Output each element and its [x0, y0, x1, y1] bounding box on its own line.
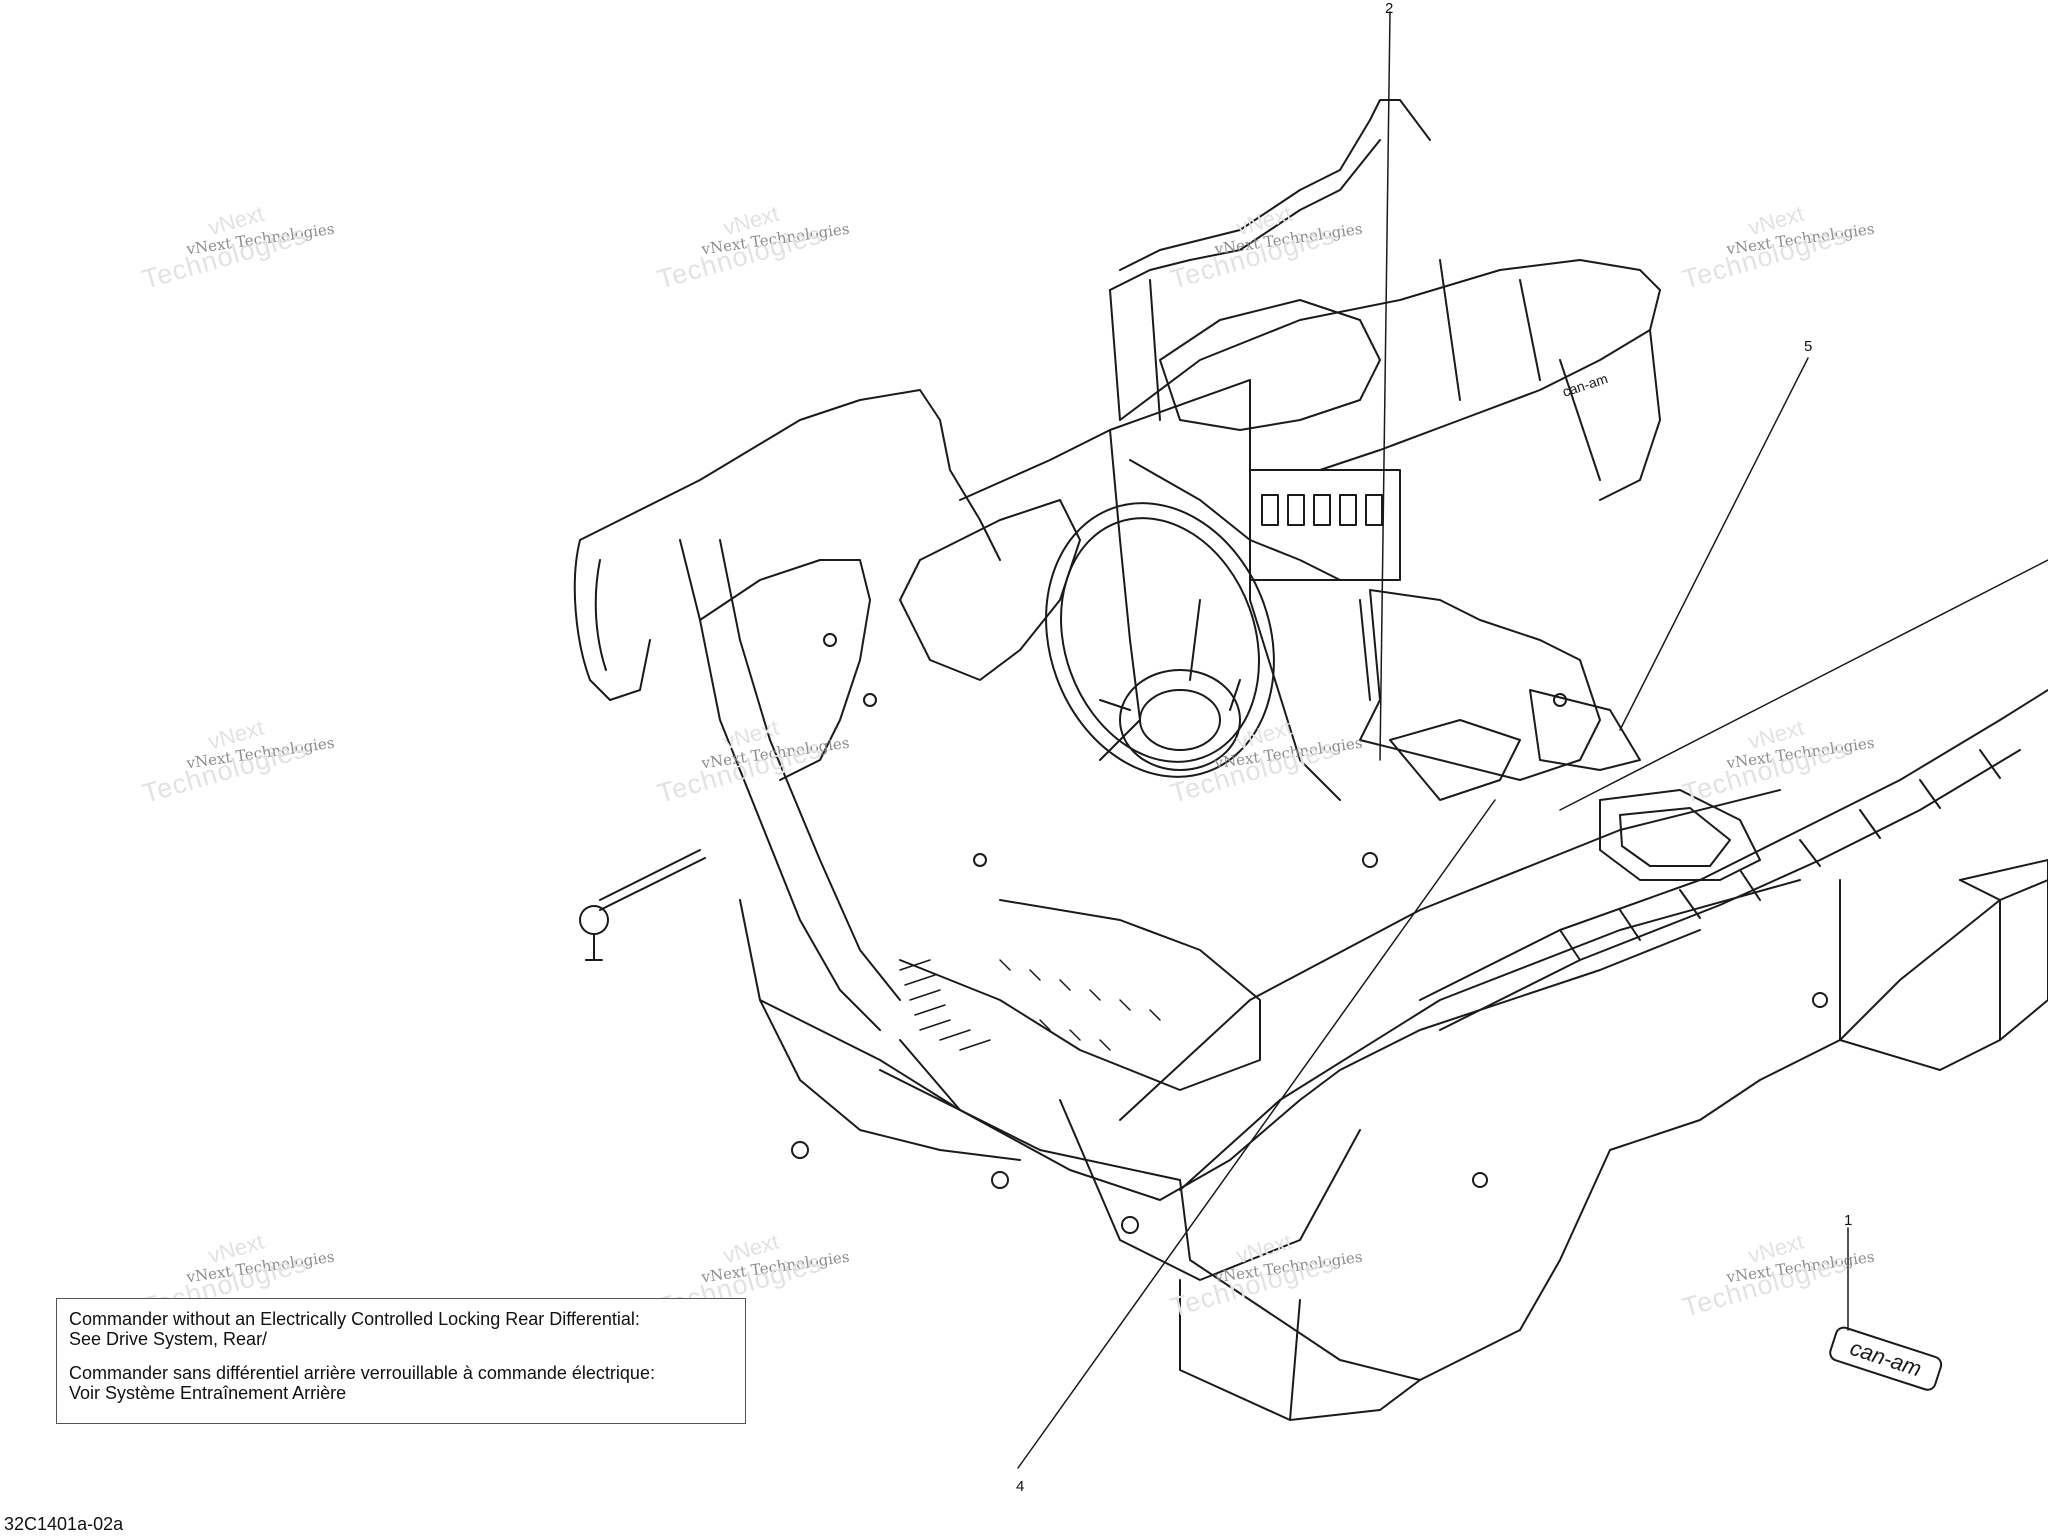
bolt	[1553, 693, 1567, 707]
left-lower-panel-2	[759, 999, 961, 1111]
watermark: vNext vNext Technologies Technologies	[1679, 714, 1876, 809]
left-side-outer	[579, 389, 1001, 561]
leader-line-2	[1379, 11, 1391, 761]
dashboard-glovebox	[1439, 259, 1601, 481]
watermark: vNext vNext Technologies Technologies	[139, 200, 336, 295]
svg-text:can-am: can-am	[1847, 1335, 1924, 1381]
tie-rod	[599, 849, 706, 911]
floor-treads-2	[999, 959, 1161, 1051]
right-rear-box	[1839, 879, 2001, 1071]
floor-treads	[899, 959, 991, 1051]
bolt	[1121, 1216, 1139, 1234]
note-fr-line2: Voir Système Entraînement Arrière	[69, 1383, 347, 1403]
firewall-top-rail-2	[1109, 139, 1381, 291]
dashboard-right-end	[1599, 329, 1661, 501]
console-plate	[1529, 689, 1641, 771]
watermark: vNext vNext Technologies Technologies	[1167, 1228, 1364, 1323]
steering-spokes	[1099, 599, 1241, 711]
left-pillar-inner	[719, 539, 901, 1001]
tie-rod-end	[579, 905, 609, 935]
floor-tub-outline	[879, 879, 2048, 1381]
switch	[1339, 494, 1357, 526]
right-side-rail-2	[1439, 749, 2021, 1031]
svg-text:can-am: can-am	[1560, 370, 1609, 400]
watermark: vNext vNext Technologies Technologies	[654, 714, 851, 809]
footwell-floor	[899, 899, 1261, 1091]
bolt	[791, 1141, 809, 1159]
rear-panel	[1179, 1279, 1421, 1421]
reference-code: 32C1401a-02a	[4, 1514, 124, 1534]
left-fender-rail-inner	[594, 559, 607, 671]
watermark: vNext vNext Technologies Technologies	[1167, 714, 1364, 809]
switch	[1365, 494, 1383, 526]
watermark: vNext vNext Technologies Technologies	[1679, 1228, 1876, 1323]
watermark: vNext vNext Technologies Technologies	[1167, 200, 1364, 295]
note-en-line1: Commander without an Electrically Contro…	[69, 1309, 640, 1329]
leader-line-5	[1619, 357, 1809, 731]
floor-inner	[899, 929, 1701, 1201]
dashboard-upper	[1119, 259, 1661, 471]
switch	[1287, 494, 1305, 526]
steering-wheel-outer	[1045, 502, 1275, 778]
callout-1: 1	[1844, 1212, 1853, 1229]
firewall-left	[959, 429, 1141, 761]
right-rear-box-2	[1959, 859, 2048, 1041]
left-mount-area	[699, 559, 871, 781]
left-lower-panel	[739, 899, 1021, 1161]
steering-wheel-inner	[1060, 517, 1260, 763]
bolt	[1472, 1172, 1488, 1188]
callout-5: 5	[1804, 338, 1813, 355]
switch-panel	[1249, 469, 1401, 581]
shifter-gate	[1389, 719, 1521, 801]
watermark: vNext vNext Technologies Technologies	[654, 200, 851, 295]
tunnel-front	[1059, 1099, 1361, 1281]
firewall-top-rail	[1119, 99, 1431, 271]
center-console	[1359, 589, 1601, 781]
can-am-emblem: can-am	[1829, 1326, 1943, 1391]
steering-column-cover	[899, 499, 1081, 681]
watermark: vNext vNext Technologies Technologies	[1679, 200, 1876, 295]
bolt	[973, 853, 987, 867]
dashboard-badge: can-am	[1560, 370, 1609, 400]
steering-hub	[1119, 669, 1241, 771]
bolt	[1362, 852, 1378, 868]
note-fr-line1: Commander sans différentiel arrière verr…	[69, 1363, 655, 1383]
bolt	[823, 633, 837, 647]
bolt	[991, 1171, 1009, 1189]
switch	[1261, 494, 1279, 526]
note-en-line2: See Drive System, Rear/	[69, 1329, 268, 1349]
bolt	[863, 693, 877, 707]
callout-4: 4	[1016, 1478, 1025, 1495]
gauge-pod	[1159, 299, 1381, 431]
bolt	[1812, 992, 1828, 1008]
note-box: Commander without an Electrically Contro…	[56, 1298, 746, 1424]
left-fender-rail	[573, 539, 651, 701]
watermark: vNext vNext Technologies Technologies	[139, 714, 336, 809]
firewall-column	[1109, 279, 1161, 421]
right-rail-ribs	[1559, 749, 2001, 961]
leader-line-4	[1017, 799, 1496, 1469]
console-panel	[1359, 599, 1371, 701]
leader-line-long	[1559, 559, 2048, 811]
center-tunnel	[1119, 789, 1801, 1191]
callout-2: 2	[1385, 0, 1394, 17]
firewall-panel	[1109, 379, 1341, 801]
switch	[1313, 494, 1331, 526]
